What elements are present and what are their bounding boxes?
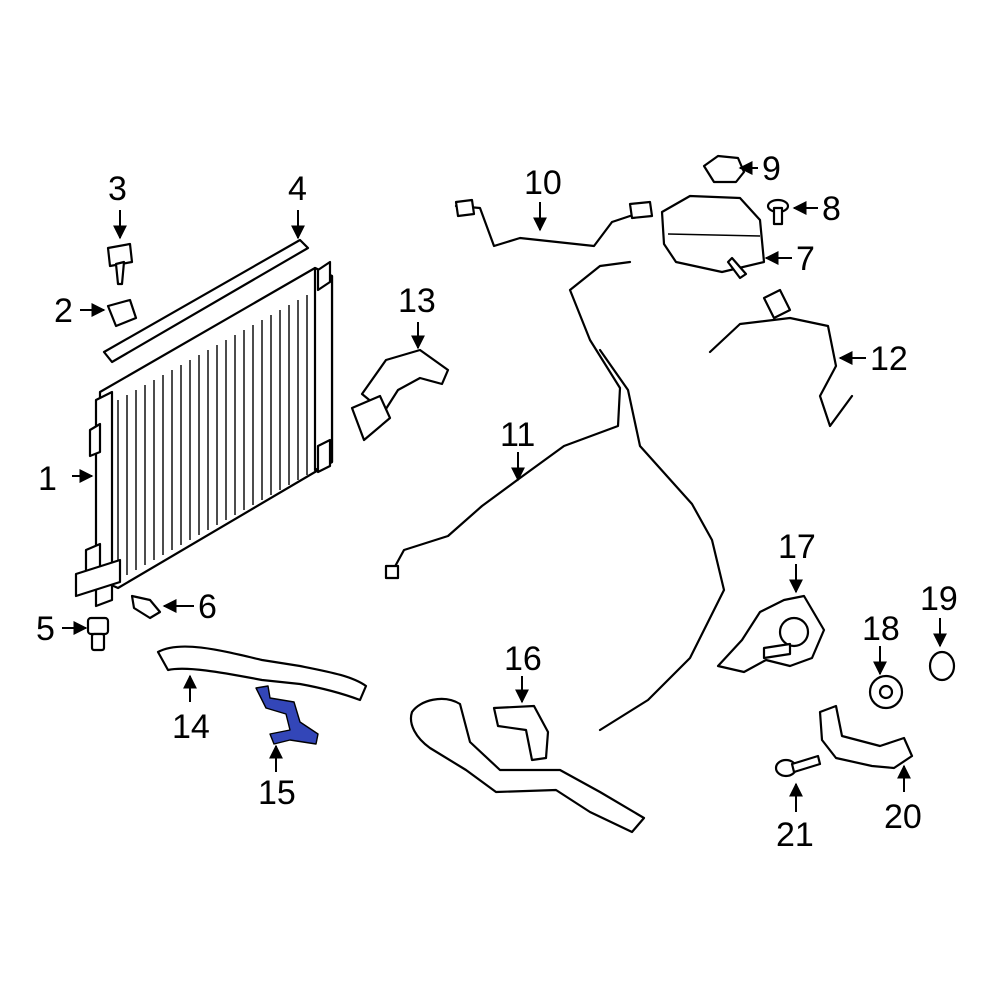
part-radiator[interactable] bbox=[74, 260, 334, 608]
part-16-heater-hose-assembly[interactable] bbox=[409, 697, 646, 834]
callout-2: 2 bbox=[54, 292, 73, 330]
part-15-bracket-highlighted[interactable] bbox=[255, 685, 319, 745]
part-20-thermostat-housing[interactable] bbox=[818, 704, 914, 770]
part-19-o-ring[interactable] bbox=[928, 650, 956, 682]
part-6-sensor[interactable] bbox=[130, 594, 162, 620]
part-11-overflow-hose[interactable] bbox=[384, 260, 726, 732]
callout-5: 5 bbox=[36, 610, 55, 648]
callout-14: 14 bbox=[172, 708, 210, 746]
callout-8: 8 bbox=[822, 190, 841, 228]
leader-arrows bbox=[62, 161, 947, 812]
callout-17: 17 bbox=[778, 528, 816, 566]
callout-12: 12 bbox=[870, 340, 908, 378]
part-4-seal-strip[interactable] bbox=[102, 238, 310, 364]
callout-3: 3 bbox=[108, 170, 127, 208]
callout-1: 1 bbox=[38, 460, 57, 498]
part-18-thermostat[interactable] bbox=[868, 674, 904, 710]
callout-6: 6 bbox=[198, 588, 217, 626]
callout-11: 11 bbox=[500, 416, 535, 454]
part-3-push-pin[interactable] bbox=[106, 242, 134, 286]
callout-10: 10 bbox=[524, 164, 562, 202]
part-12-hose[interactable] bbox=[708, 288, 854, 428]
callout-7: 7 bbox=[796, 240, 815, 278]
callout-19: 19 bbox=[920, 580, 958, 618]
part-13-upper-radiator-hose[interactable] bbox=[350, 348, 450, 442]
part-21-bolt[interactable] bbox=[774, 754, 822, 778]
part-8-bolt[interactable] bbox=[766, 198, 790, 226]
part-7-coolant-reservoir[interactable] bbox=[660, 194, 766, 280]
callout-18: 18 bbox=[862, 610, 900, 648]
callout-15: 15 bbox=[258, 774, 296, 812]
part-14-lower-hose[interactable] bbox=[156, 645, 368, 702]
callout-9: 9 bbox=[762, 150, 781, 188]
callout-4: 4 bbox=[288, 170, 307, 208]
part-10-hose[interactable] bbox=[454, 198, 654, 248]
part-5-drain-plug[interactable] bbox=[86, 616, 110, 652]
part-9-reservoir-cap[interactable] bbox=[702, 154, 746, 184]
callout-20: 20 bbox=[884, 798, 922, 836]
callout-13: 13 bbox=[398, 282, 436, 320]
part-17-water-pump[interactable] bbox=[716, 594, 826, 674]
callout-21: 21 bbox=[776, 816, 814, 854]
part-2-bracket[interactable] bbox=[106, 298, 138, 328]
callout-labels: 1 2 3 4 5 6 7 8 9 10 11 12 13 14 15 16 1… bbox=[36, 150, 958, 854]
callout-16: 16 bbox=[504, 640, 542, 678]
